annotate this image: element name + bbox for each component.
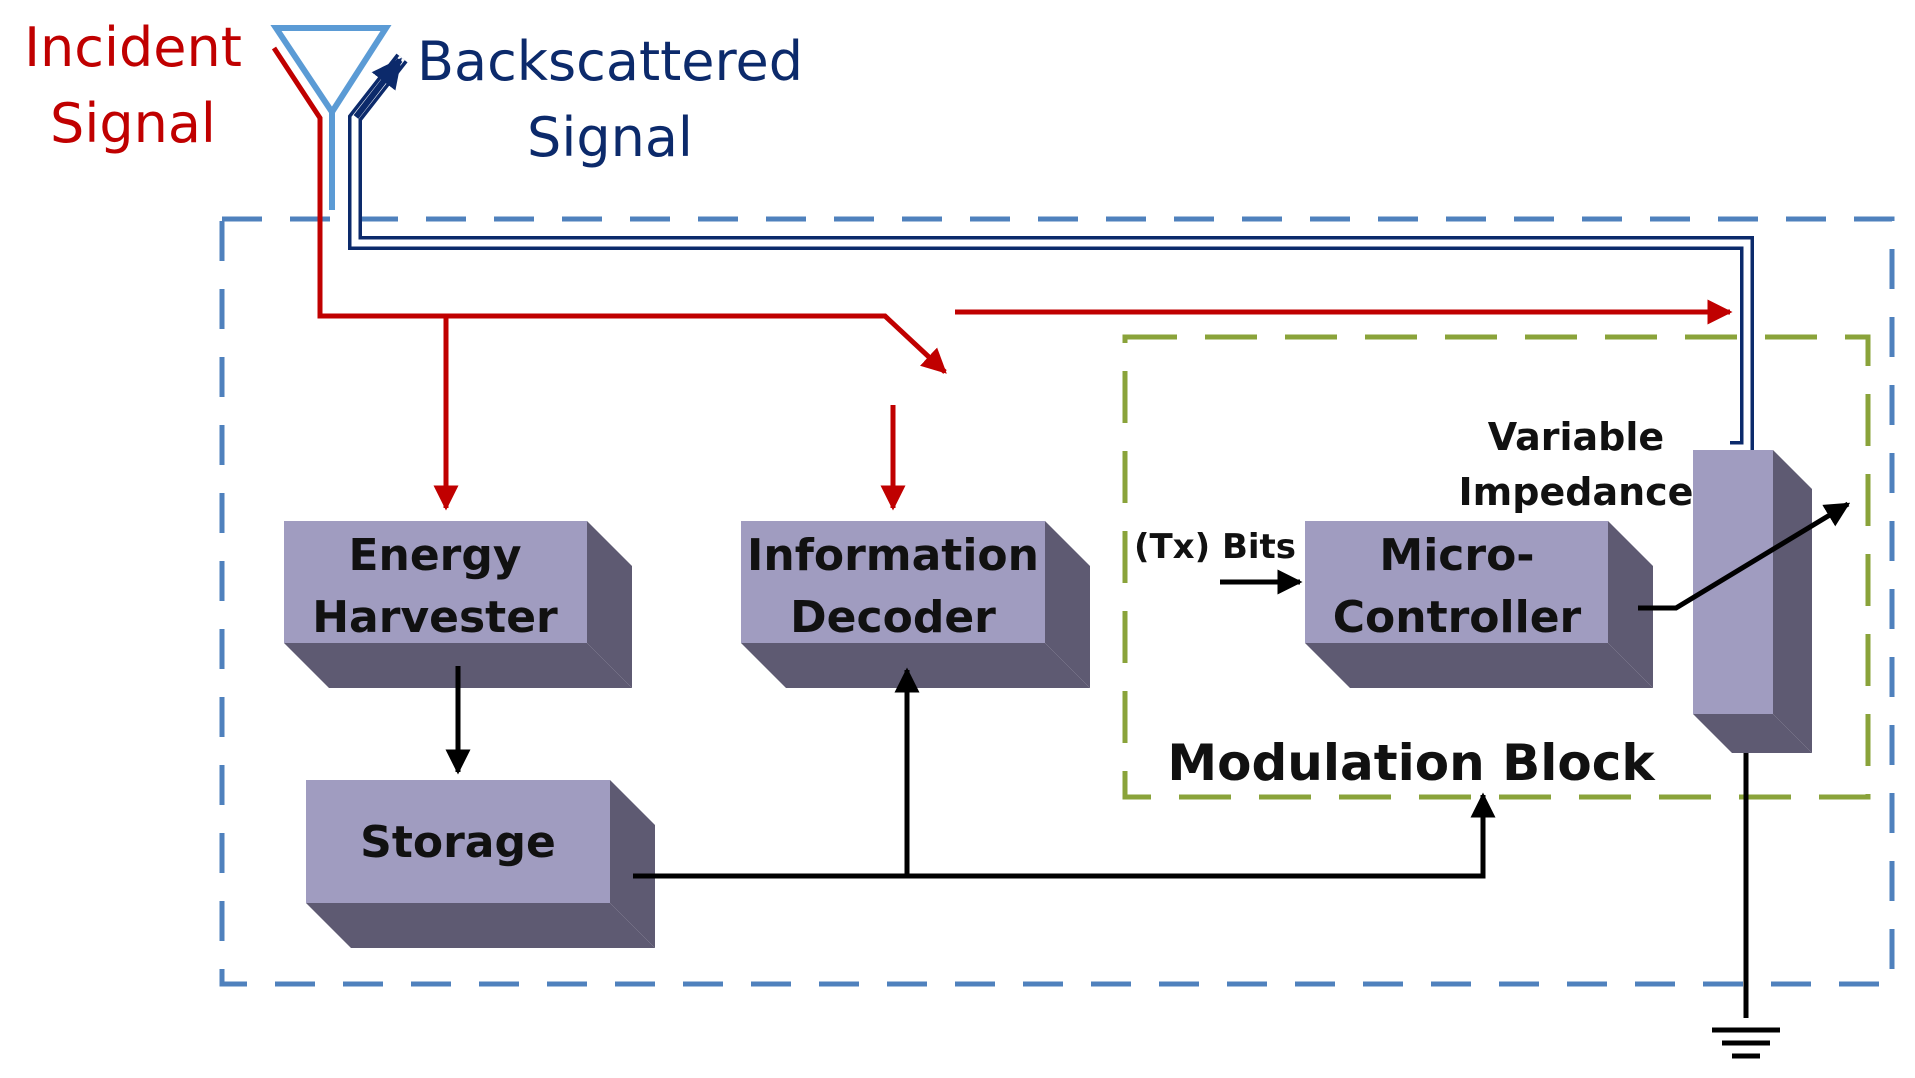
storage-block: Storage [306,780,655,948]
ground-icon [1712,1027,1780,1059]
variable-impedance-block [1693,450,1812,753]
information-decoder-label-line2: Decoder [790,592,996,643]
storage-label: Storage [360,817,556,868]
tag-boundary [219,216,1895,987]
antenna-icon [270,25,392,210]
information-decoder-label-line1: Information [747,530,1039,581]
modulation-block-label: Modulation Block [1167,734,1656,792]
information-decoder-block: Information Decoder [741,521,1090,688]
tx-bits-label: (Tx) Bits [1134,527,1296,567]
energy-harvester-label-line2: Harvester [312,592,558,643]
backscattered-signal-label-line1: Backscattered [417,30,803,93]
incident-signal-label-line1: Incident [24,16,242,79]
incident-signal-path [271,46,1733,511]
incident-signal-label-line2: Signal [50,92,216,155]
micro-controller-label-line2: Controller [1333,592,1582,643]
backscattered-signal-path [348,53,1754,455]
variable-impedance-label-line1: Variable [1488,415,1664,459]
modulation-block-boundary [1122,334,1871,800]
micro-controller-label-line1: Micro- [1379,530,1534,581]
energy-harvester-label-line1: Energy [348,530,521,581]
power-data-connections [445,501,1851,1018]
variable-impedance-label-line2: Impedance [1459,470,1694,514]
energy-harvester-block: Energy Harvester [284,521,632,688]
micro-controller-block: Micro- Controller [1305,521,1653,688]
backscattered-signal-label-line2: Signal [527,106,693,169]
